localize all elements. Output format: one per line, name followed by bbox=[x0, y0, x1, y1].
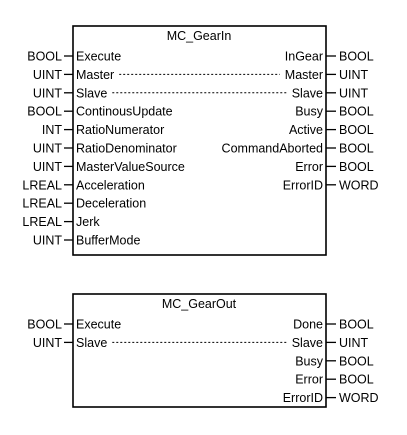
input-type: INT bbox=[42, 123, 63, 137]
input-type: LREAL bbox=[22, 215, 62, 229]
input-name: Execute bbox=[76, 318, 121, 332]
input-name: BufferMode bbox=[76, 234, 140, 248]
output-type: BOOL bbox=[339, 50, 374, 64]
block-frame bbox=[72, 25, 327, 256]
input-type: UINT bbox=[33, 142, 63, 156]
input-type: LREAL bbox=[22, 197, 62, 211]
output-name: Error bbox=[295, 160, 323, 174]
output-type: UINT bbox=[339, 68, 369, 82]
input-type: LREAL bbox=[22, 178, 62, 192]
input-name: Master bbox=[76, 68, 114, 82]
output-type: BOOL bbox=[339, 142, 374, 156]
block-frame bbox=[72, 293, 327, 408]
output-type: BOOL bbox=[339, 123, 374, 137]
input-name: ContinousUpdate bbox=[76, 105, 173, 119]
output-type: BOOL bbox=[339, 318, 374, 332]
input-type: UINT bbox=[33, 160, 63, 174]
output-name: Error bbox=[295, 373, 323, 387]
input-name: MasterValueSource bbox=[76, 160, 185, 174]
input-name: RatioDenominator bbox=[76, 142, 177, 156]
input-name: Slave bbox=[76, 336, 107, 350]
output-type: UINT bbox=[339, 86, 369, 100]
output-type: BOOL bbox=[339, 354, 374, 368]
output-type: BOOL bbox=[339, 373, 374, 387]
output-name: Master bbox=[285, 68, 323, 82]
input-name: Jerk bbox=[76, 215, 100, 229]
output-name: InGear bbox=[285, 50, 323, 64]
input-type: BOOL bbox=[27, 50, 62, 64]
output-name: Active bbox=[289, 123, 323, 137]
input-type: UINT bbox=[33, 234, 63, 248]
input-name: RatioNumerator bbox=[76, 123, 164, 137]
output-name: ErrorID bbox=[283, 391, 323, 405]
input-type: BOOL bbox=[27, 318, 62, 332]
input-name: Acceleration bbox=[76, 178, 145, 192]
block-title: MC_GearOut bbox=[162, 297, 237, 311]
output-name: Slave bbox=[292, 336, 323, 350]
output-name: CommandAborted bbox=[222, 142, 323, 156]
output-name: Slave bbox=[292, 86, 323, 100]
input-type: UINT bbox=[33, 68, 63, 82]
input-name: Execute bbox=[76, 50, 121, 64]
input-type: UINT bbox=[33, 86, 63, 100]
input-type: UINT bbox=[33, 336, 63, 350]
output-type: BOOL bbox=[339, 160, 374, 174]
output-type: BOOL bbox=[339, 105, 374, 119]
output-name: Busy bbox=[295, 105, 324, 119]
output-type: UINT bbox=[339, 336, 369, 350]
input-type: BOOL bbox=[27, 105, 62, 119]
input-name: Deceleration bbox=[76, 197, 146, 211]
output-type: WORD bbox=[339, 178, 379, 192]
output-name: ErrorID bbox=[283, 178, 323, 192]
output-type: WORD bbox=[339, 391, 379, 405]
output-name: Busy bbox=[295, 354, 324, 368]
input-name: Slave bbox=[76, 86, 107, 100]
block-title: MC_GearIn bbox=[167, 29, 232, 43]
output-name: Done bbox=[293, 318, 323, 332]
